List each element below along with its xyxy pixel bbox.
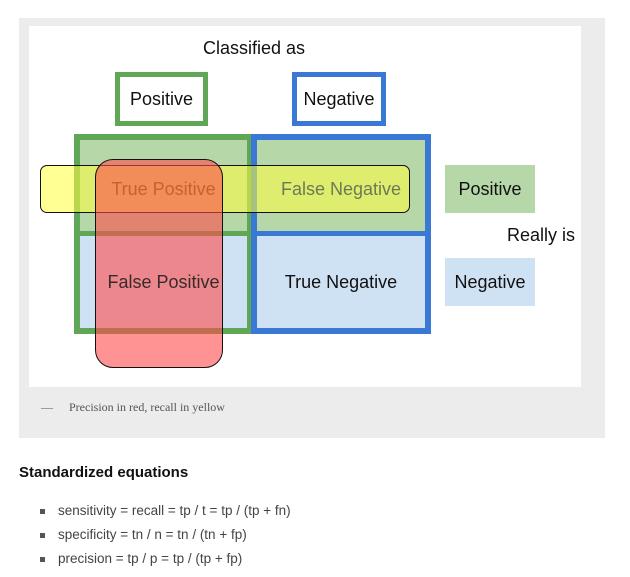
- really-is-label: Really is: [507, 225, 576, 245]
- true-positive-label: True Positive: [111, 178, 216, 199]
- equation-precision: precision = tp / p = tp / (tp + fp): [58, 551, 243, 566]
- list-item: sensitivity = recall = tp / t = tp / (tp…: [40, 500, 291, 524]
- false-negative-label: False Negative: [280, 178, 402, 199]
- false-positive-label: False Positive: [107, 271, 220, 292]
- list-item: precision = tp / p = tp / (tp + fp): [40, 548, 291, 572]
- classified-negative-label: Negative: [292, 72, 386, 126]
- equations-list: sensitivity = recall = tp / t = tp / (tp…: [40, 500, 291, 572]
- equations-heading: Standardized equations: [19, 464, 189, 481]
- bullet-icon: [40, 557, 45, 562]
- list-item: specificity = tn / n = tn / (tn + fp): [40, 524, 291, 548]
- caption-text: Precision in red, recall in yellow: [69, 400, 225, 414]
- true-negative-cell: [256, 235, 426, 329]
- bullet-icon: [40, 533, 45, 538]
- caption-dash: —: [41, 400, 53, 414]
- precision-highlight: [95, 159, 223, 368]
- equation-sensitivity: sensitivity = recall = tp / t = tp / (tp…: [58, 503, 291, 518]
- really-positive-label: Positive: [445, 165, 535, 213]
- really-negative-label: Negative: [445, 258, 535, 306]
- true-negative-label: True Negative: [284, 271, 398, 292]
- classified-as-heading: Classified as: [202, 38, 306, 58]
- confusion-matrix-diagram: Classified as Positive Negative True Pos…: [29, 26, 581, 387]
- equation-specificity: specificity = tn / n = tn / (tn + fp): [58, 527, 247, 542]
- blue-row-divider: [251, 231, 431, 236]
- classified-positive-label: Positive: [115, 72, 208, 126]
- figure-caption: — Precision in red, recall in yellow: [41, 400, 225, 415]
- bullet-icon: [40, 509, 45, 514]
- figure-panel: Classified as Positive Negative True Pos…: [19, 18, 605, 438]
